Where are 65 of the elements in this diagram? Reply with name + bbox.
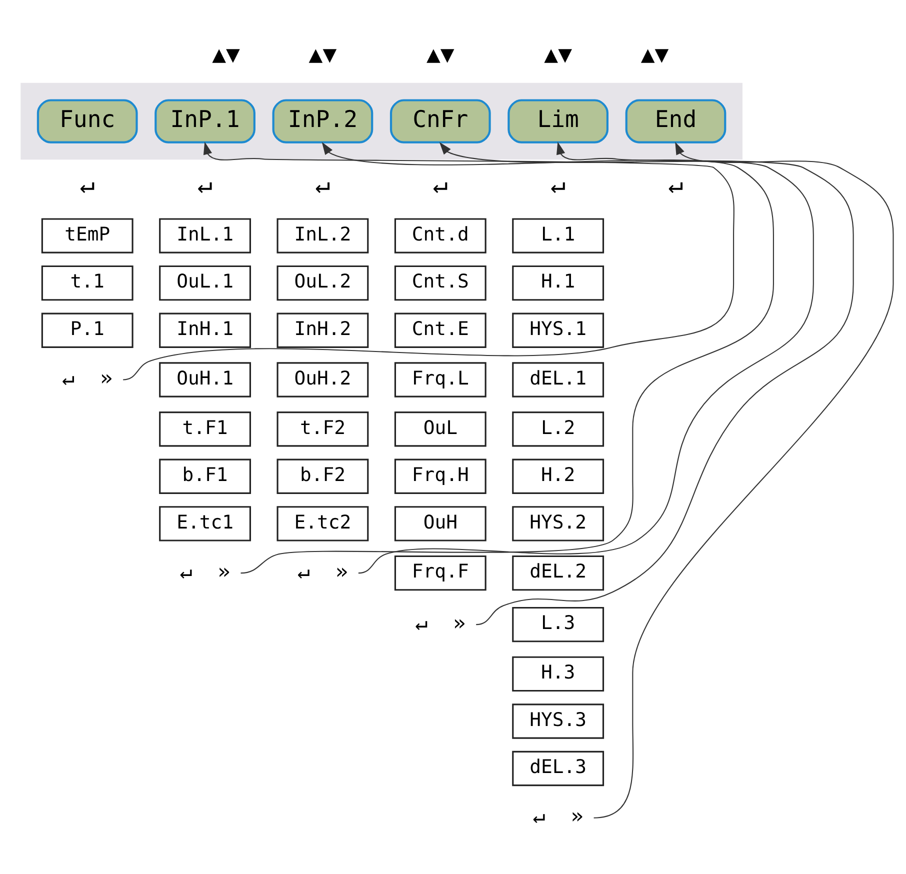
- arrow: [358, 142, 814, 574]
- label: ▲▼: [308, 42, 337, 68]
- node-box: InP.2: [272, 99, 374, 144]
- node-text: ↵ »: [180, 558, 230, 584]
- node-text: ↵ »: [297, 558, 348, 584]
- node-box: OuL.2: [276, 265, 369, 301]
- node-box: OuH.1: [159, 362, 251, 398]
- label: ↵: [550, 170, 566, 199]
- node-box: Cnt.S: [394, 265, 486, 301]
- node-box: InH.2: [276, 312, 369, 348]
- label: ▲▼: [426, 42, 454, 68]
- node-box: InL.2: [276, 218, 369, 254]
- node-box: H.2: [512, 458, 604, 494]
- arrow: [240, 142, 774, 574]
- node-box: E.tc2: [276, 506, 369, 542]
- node-box: InL.1: [159, 218, 251, 254]
- node-box: Cnt.d: [394, 218, 486, 254]
- node-text: ↵ »: [532, 803, 584, 828]
- node-text: ↵ »: [62, 364, 113, 390]
- node-box: OuH: [394, 506, 486, 542]
- node-box: t.F1: [159, 412, 251, 447]
- node-box: OuL.1: [159, 265, 251, 301]
- node-box: Frq.L: [394, 362, 486, 398]
- node-box: dEL.2: [512, 555, 604, 591]
- node-box: End: [625, 99, 726, 144]
- node-box: P.1: [41, 312, 134, 348]
- label: ▲▼: [212, 42, 240, 68]
- node-box: b.F1: [159, 458, 251, 494]
- node-box: Lim: [508, 99, 608, 144]
- arrow: [122, 142, 734, 380]
- node-box: H.3: [512, 656, 604, 692]
- node-box: HYS.3: [512, 704, 604, 739]
- node-box: dEL.3: [512, 750, 604, 786]
- node-box: b.F2: [276, 458, 369, 494]
- node-box: H.1: [512, 265, 604, 301]
- node-box: CnFr: [390, 99, 491, 144]
- label: ▲▼: [640, 42, 669, 68]
- node-box: Frq.F: [394, 555, 486, 591]
- node-box: Func: [36, 99, 138, 144]
- node-box: L.2: [512, 412, 604, 447]
- node-box: L.1: [512, 218, 604, 254]
- label: ↵: [668, 170, 684, 199]
- node-box: InH.1: [159, 312, 251, 348]
- label: ↵: [197, 170, 213, 199]
- node-box: t.1: [41, 265, 134, 301]
- node-box: Cnt.E: [394, 312, 486, 348]
- arrow: [594, 142, 894, 818]
- node-box: L.3: [512, 606, 604, 642]
- node-box: HYS.1: [512, 312, 604, 348]
- node-box: tEmP: [41, 218, 134, 254]
- node-box: dEL.1: [512, 362, 604, 398]
- node-box: HYS.2: [512, 506, 604, 542]
- label: ↵: [432, 170, 448, 199]
- node-box: t.F2: [276, 412, 369, 447]
- arrow: [476, 142, 854, 626]
- cluster: [20, 82, 742, 160]
- node-text: ↵ »: [415, 610, 466, 635]
- node-box: OuH.2: [276, 362, 369, 398]
- label: ↵: [315, 170, 330, 199]
- label: ↵: [80, 170, 95, 199]
- label: ▲▼: [544, 42, 572, 68]
- node-box: E.tc1: [159, 506, 251, 542]
- node-box: OuL: [394, 412, 486, 447]
- node-box: InP.1: [154, 99, 256, 144]
- node-box: Frq.H: [394, 458, 486, 494]
